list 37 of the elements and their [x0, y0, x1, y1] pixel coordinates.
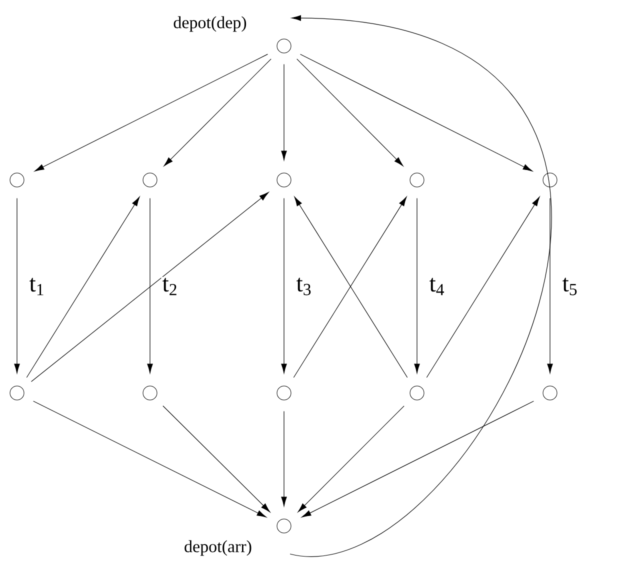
edge-label: t$_{3}$ — [295, 276, 313, 296]
circle-node — [410, 386, 424, 400]
arrow — [281, 410, 287, 506]
arrow — [33, 400, 266, 518]
circle-node — [542, 172, 558, 188]
circle-node — [410, 172, 424, 188]
arrow — [26, 196, 140, 378]
circle-node — [276, 386, 292, 400]
arrow — [296, 58, 404, 166]
arrow — [302, 400, 534, 518]
arrow — [34, 54, 268, 172]
arrow — [164, 58, 272, 166]
circle-node — [276, 518, 292, 534]
edge-label: t$_{1}$ — [28, 276, 46, 296]
circle-node — [276, 38, 292, 54]
arrow — [147, 198, 153, 374]
arrow — [414, 198, 420, 374]
node-label: depot(arr) — [184, 540, 252, 556]
arrow — [162, 406, 270, 512]
circle-node — [276, 172, 292, 188]
arrow — [547, 198, 553, 374]
arrow — [14, 198, 20, 374]
circle-node — [142, 172, 158, 188]
arrow — [281, 64, 287, 160]
arrow — [281, 198, 287, 374]
edge-label: t$_{5}$ — [561, 276, 579, 296]
arrow — [298, 406, 404, 512]
arrow — [426, 196, 540, 378]
edge-label: t$_{4}$ — [428, 276, 446, 296]
circle-node — [542, 386, 558, 400]
node-label: depot(dep) — [174, 16, 246, 32]
circle-node — [10, 172, 24, 188]
circle-node — [142, 386, 158, 400]
circle-node — [10, 386, 24, 400]
arrow — [30, 192, 269, 382]
edge-label: t$_{2}$ — [161, 276, 179, 296]
arrow — [300, 54, 532, 172]
